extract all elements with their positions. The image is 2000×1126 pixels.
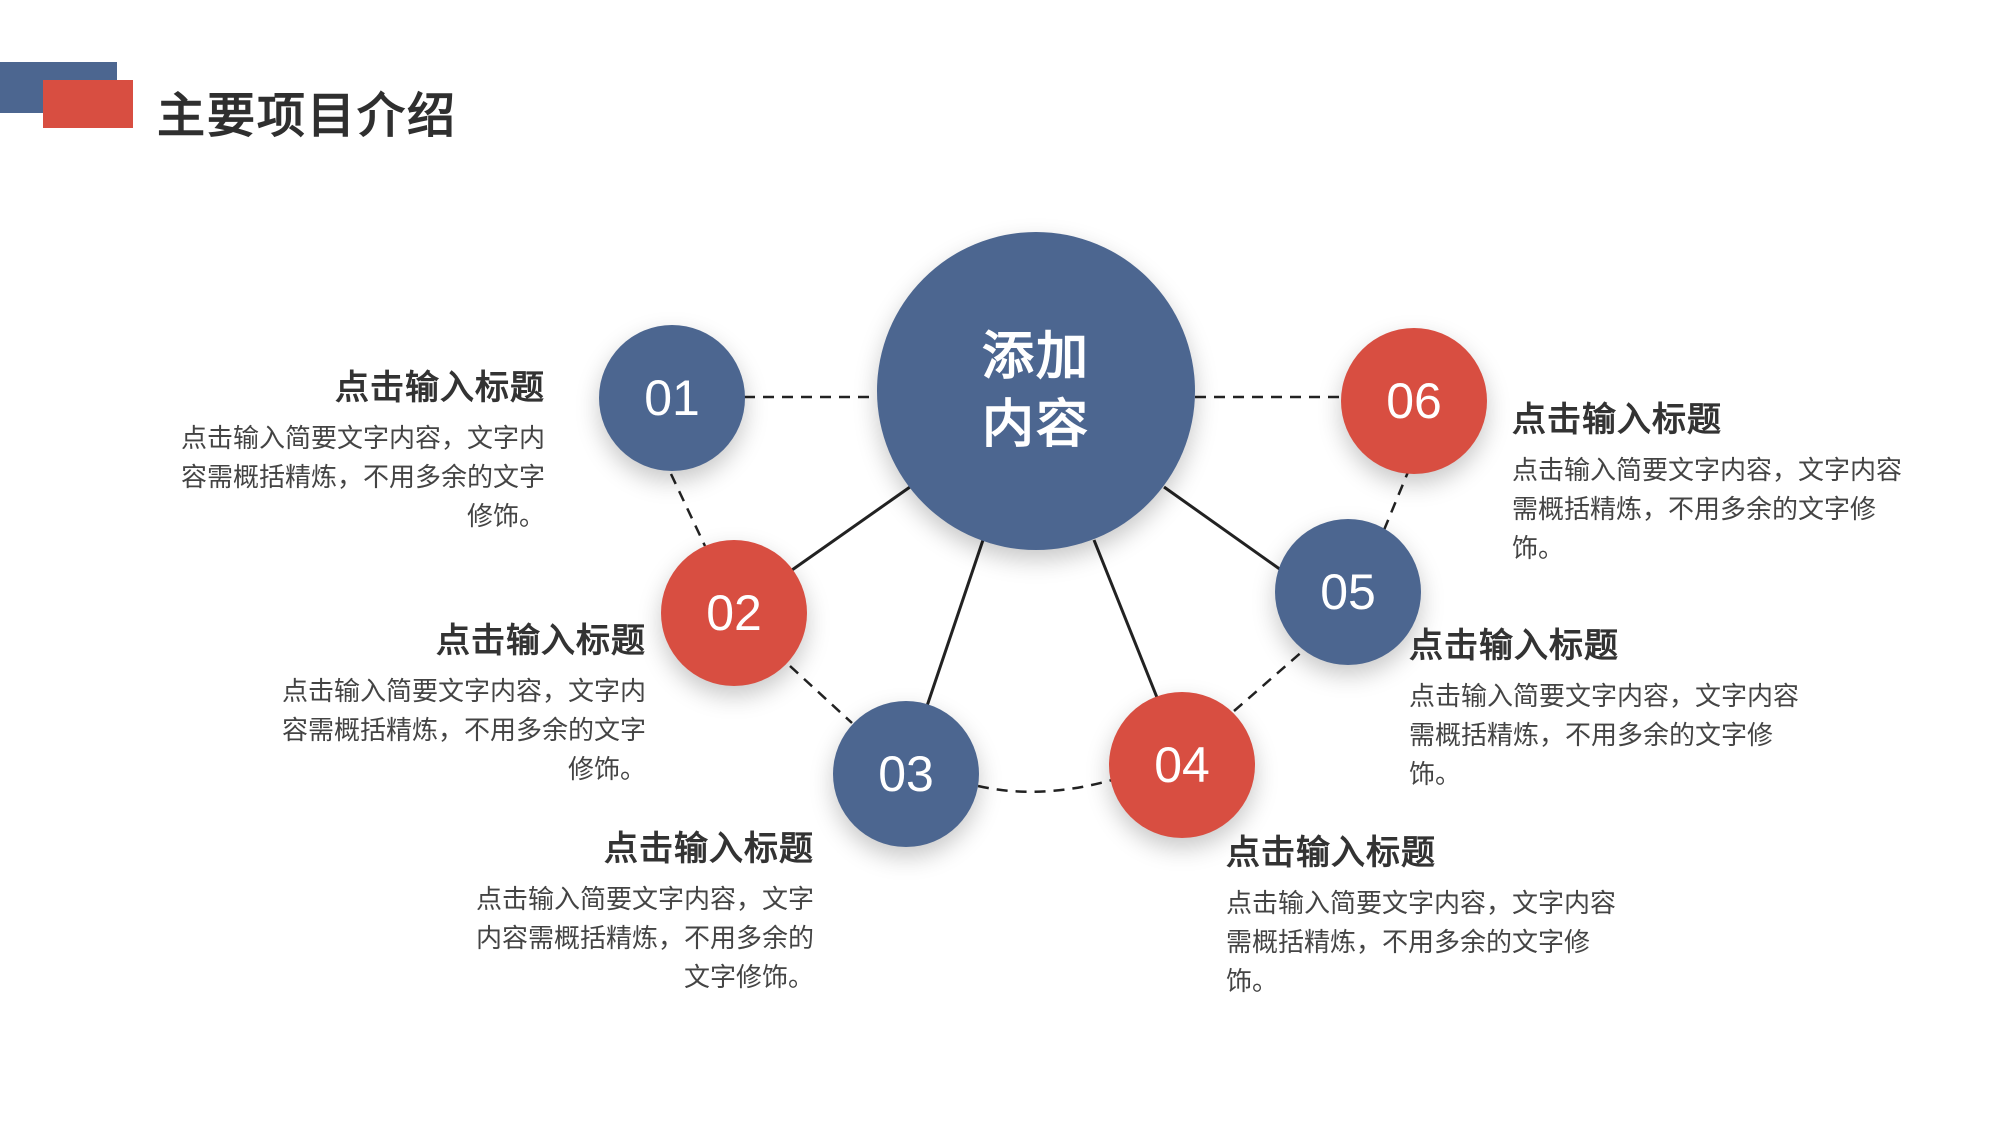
node-02-number: 02 bbox=[706, 585, 762, 641]
center-hub-line2: 内容 bbox=[981, 395, 1090, 455]
item-04-desc: 点击输入简要文字内容，文字内容需概括精炼，不用多余的文字修饰。 bbox=[1226, 889, 1617, 997]
node-04[interactable]: 04 bbox=[1109, 692, 1255, 838]
item-05-title: 点击输入标题 bbox=[1409, 626, 1619, 666]
spoke-03 bbox=[925, 539, 985, 707]
item-06-title: 点击输入标题 bbox=[1512, 400, 1722, 440]
item-06-desc: 点击输入简要文字内容，文字内容需概括精炼，不用多余的文字修饰。 bbox=[1512, 456, 1903, 564]
node-05[interactable]: 05 bbox=[1275, 519, 1421, 665]
item-04-title: 点击输入标题 bbox=[1226, 833, 1436, 873]
center-hub[interactable]: 添加 内容 bbox=[877, 232, 1195, 550]
node-02[interactable]: 02 bbox=[661, 540, 807, 686]
node-01[interactable]: 01 bbox=[599, 325, 745, 471]
item-01-desc: 点击输入简要文字内容，文字内容需概括精炼，不用多余的文字修饰。 bbox=[180, 424, 545, 532]
node-04-number: 04 bbox=[1154, 737, 1210, 793]
item-01-title: 点击输入标题 bbox=[335, 368, 545, 408]
node-01-number: 01 bbox=[644, 370, 700, 426]
item-03-text: 点击输入标题 点击输入简要文字内容，文字内容需概括精炼，不用多余的文字修饰。 bbox=[460, 829, 814, 998]
node-03[interactable]: 03 bbox=[833, 701, 979, 847]
dash-05-06 bbox=[1382, 471, 1410, 531]
item-01-text: 点击输入标题 点击输入简要文字内容，文字内容需概括精炼，不用多余的文字修饰。 bbox=[160, 368, 545, 537]
dash-03-04 bbox=[977, 778, 1113, 794]
item-05-text: 点击输入标题 点击输入简要文字内容，文字内容需概括精炼，不用多余的文字修饰。 bbox=[1409, 626, 1799, 795]
item-02-text: 点击输入标题 点击输入简要文字内容，文字内容需概括精炼，不用多余的文字修饰。 bbox=[263, 621, 646, 790]
item-03-desc: 点击输入简要文字内容，文字内容需概括精炼，不用多余的文字修饰。 bbox=[475, 885, 814, 993]
page-title: 主要项目介绍 bbox=[157, 88, 458, 144]
node-05-number: 05 bbox=[1320, 564, 1376, 620]
title-accent-red-bar bbox=[43, 80, 133, 128]
spoke-05 bbox=[1163, 485, 1282, 572]
item-02-title: 点击输入标题 bbox=[436, 621, 646, 661]
node-06-number: 06 bbox=[1386, 373, 1442, 429]
spoke-02 bbox=[791, 485, 911, 572]
spoke-04 bbox=[1092, 539, 1160, 701]
item-02-desc: 点击输入简要文字内容，文字内容需概括精炼，不用多余的文字修饰。 bbox=[281, 677, 646, 785]
dash-02-03 bbox=[789, 665, 853, 724]
node-06[interactable]: 06 bbox=[1341, 328, 1487, 474]
dash-01-02 bbox=[669, 473, 707, 547]
item-05-desc: 点击输入简要文字内容，文字内容需概括精炼，不用多余的文字修饰。 bbox=[1409, 682, 1800, 790]
item-06-text: 点击输入标题 点击输入简要文字内容，文字内容需概括精炼，不用多余的文字修饰。 bbox=[1512, 400, 1902, 569]
item-03-title: 点击输入标题 bbox=[604, 829, 814, 869]
dash-04-05 bbox=[1233, 649, 1305, 712]
item-04-text: 点击输入标题 点击输入简要文字内容，文字内容需概括精炼，不用多余的文字修饰。 bbox=[1226, 833, 1616, 1002]
center-hub-line1: 添加 bbox=[981, 327, 1090, 387]
node-03-number: 03 bbox=[878, 746, 934, 802]
